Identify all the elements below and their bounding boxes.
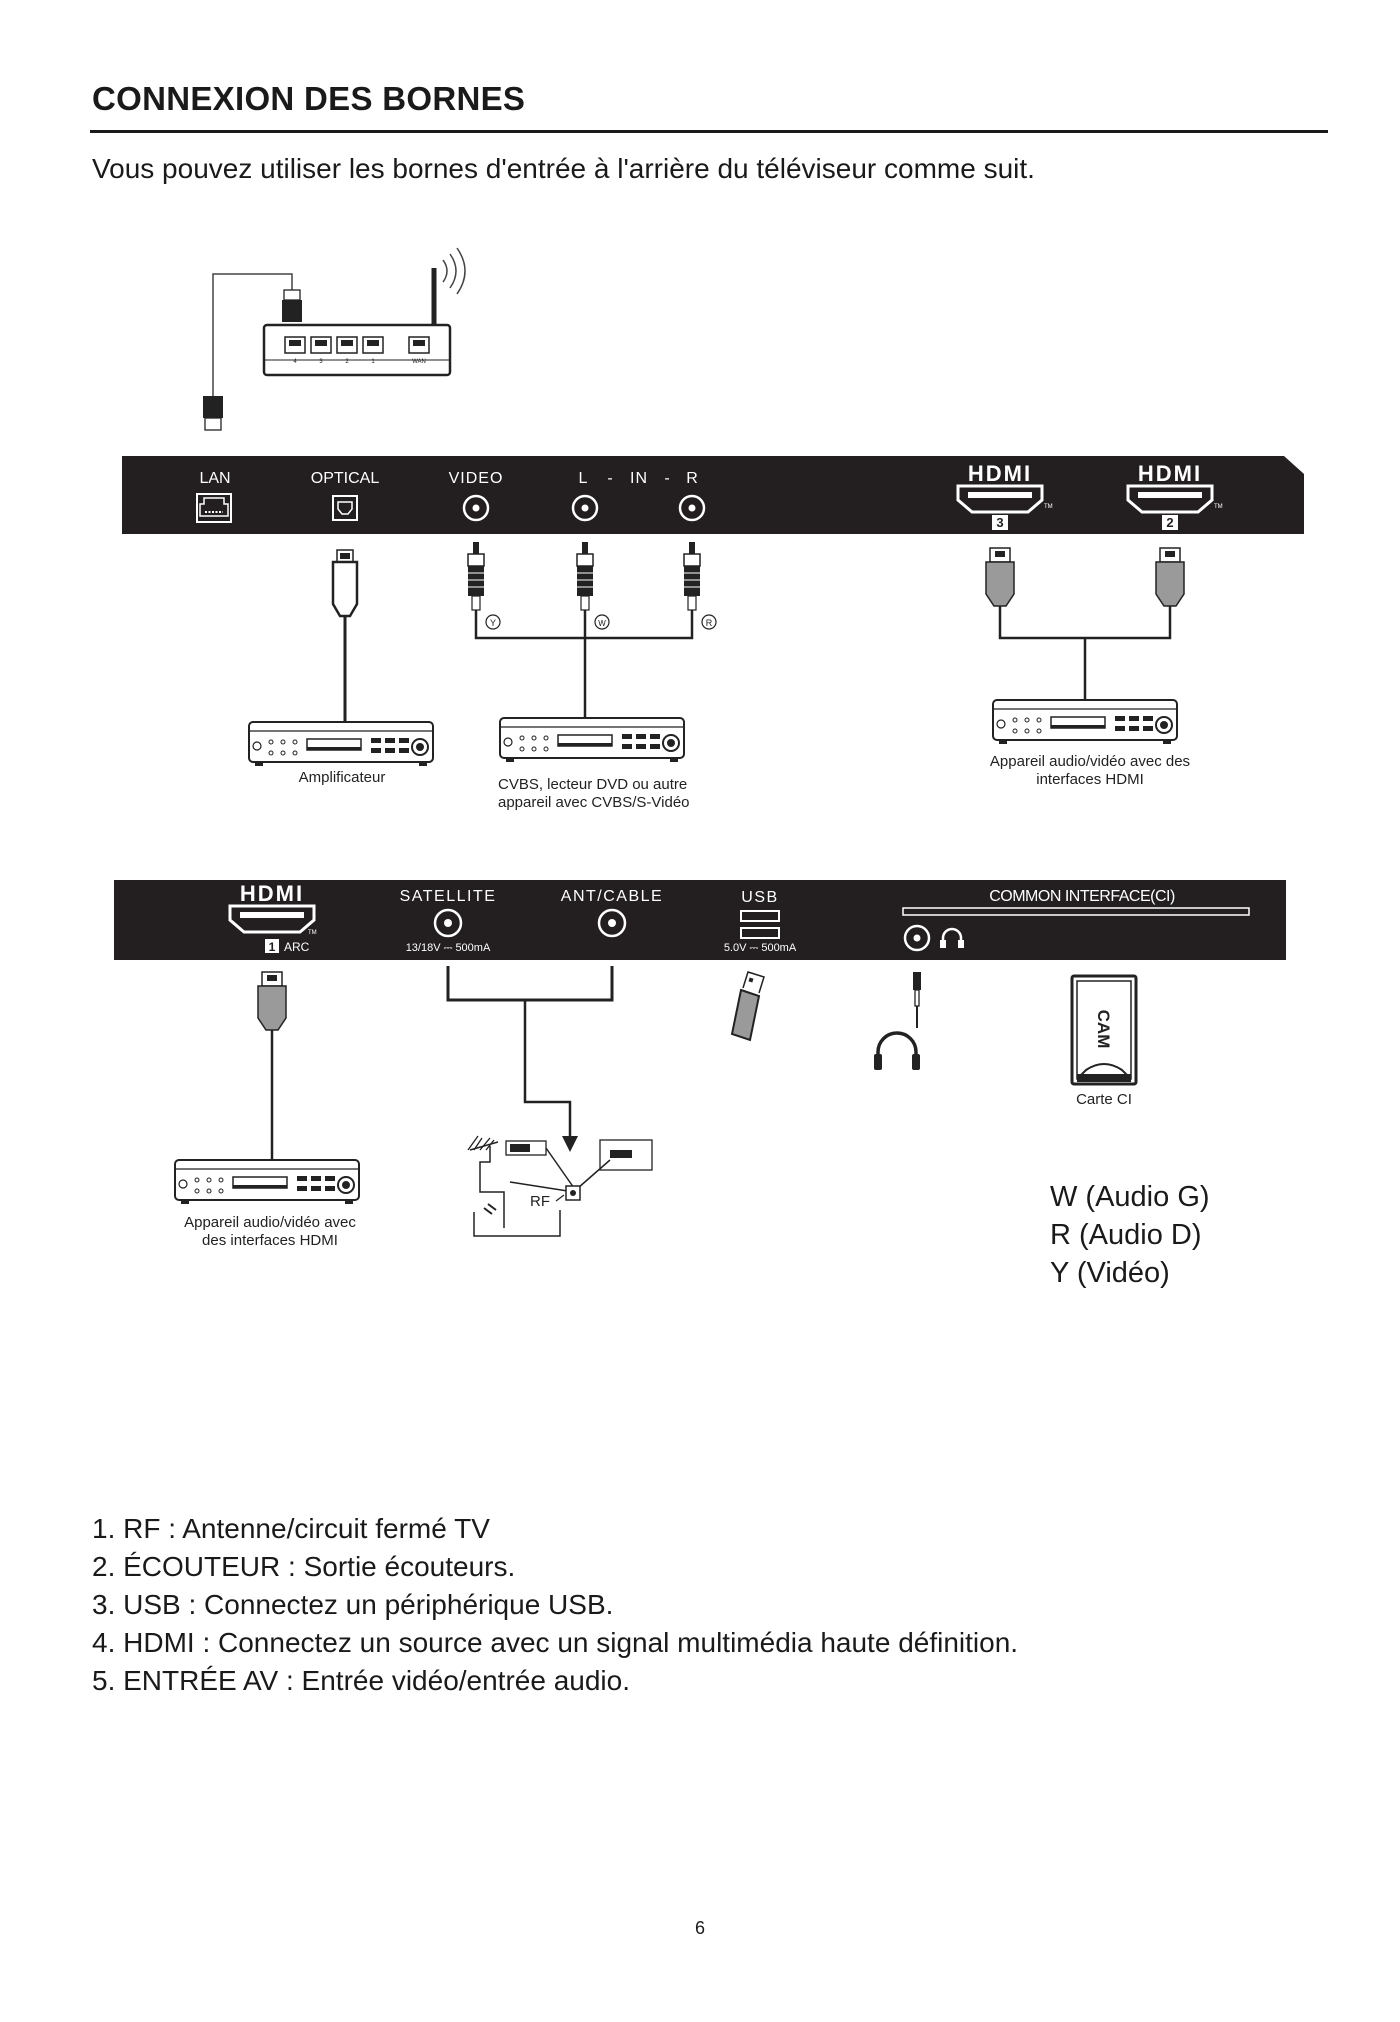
arrow-down-icon: [562, 1136, 578, 1152]
router-port-2: [336, 336, 358, 354]
amplifier-device: [248, 721, 434, 767]
intro-text: Vous pouvez utiliser les bornes d'entrée…: [92, 153, 1035, 184]
note-item: 4. HDMI : Connectez un source avec un si…: [92, 1627, 1019, 1658]
plug-letter-y: Y: [490, 618, 496, 628]
ci-slot-label: COMMON INTERFACE(CI): [989, 888, 1175, 905]
headphones-icon: [874, 972, 921, 1070]
trademark: TM: [1214, 504, 1223, 510]
audio-dash: -: [607, 470, 612, 487]
ant-cable-port-label: ANT/CABLE: [561, 888, 663, 905]
cvbs-label-line1: CVBS, lecteur DVD ou autre: [498, 776, 687, 793]
router-port-label: 4: [293, 359, 297, 365]
hdmi-av-device-bottom: [174, 1159, 360, 1205]
antenna-illustration: RF: [467, 1135, 653, 1237]
note-item: 5. ENTRÉE AV : Entrée vidéo/entrée audio…: [92, 1665, 631, 1696]
legend-yellow: Y (Vidéo): [1050, 1257, 1170, 1289]
router: 4 3 2 1 WAN: [203, 247, 466, 431]
usb-stick-icon: [730, 971, 765, 1042]
title-rule: [90, 130, 1328, 133]
legend-red: R (Audio D): [1050, 1219, 1202, 1251]
rca-cables: Y W R: [467, 541, 717, 718]
hdmi-av-label-line2: interfaces HDMI: [1036, 771, 1144, 788]
hdmi-av-label-line1: Appareil audio/vidéo avec des: [990, 753, 1190, 770]
tv-panel-top: LAN OPTICAL VIDEO L - IN - R HDMI: [122, 456, 1304, 534]
satellite-spec: 13/18V ⎓ 500mA: [406, 942, 491, 954]
hdmi-cables-top: [985, 547, 1185, 700]
page-number: 6: [694, 1918, 705, 1938]
audio-l-label: L: [579, 470, 588, 487]
router-port-3: [310, 336, 332, 354]
amplifier-label: Amplificateur: [299, 769, 386, 786]
page-title: CONNEXION DES BORNES: [92, 80, 526, 117]
ci-card-label: Carte CI: [1076, 1091, 1132, 1108]
hdmi-logo: HDMI: [240, 881, 304, 906]
audio-r-label: R: [686, 470, 698, 487]
router-port-label: WAN: [412, 359, 426, 365]
cam-module-icon: CAM: [1070, 974, 1138, 1086]
hdmi-av-bottom-line2: des interfaces HDMI: [202, 1232, 338, 1249]
usb-port-icon: [740, 910, 780, 939]
router-port-label: 1: [371, 359, 375, 365]
usb-spec: 5.0V ⎓ 500mA: [724, 942, 797, 954]
router-port-label: 2: [345, 359, 349, 365]
optical-cable: [331, 549, 359, 722]
hdmi-av-device-top: [992, 699, 1178, 745]
plug-letter-r: R: [706, 618, 713, 628]
rf-label: RF: [530, 1193, 550, 1210]
rca-plug-audio-l: [576, 541, 594, 611]
trademark: TM: [308, 930, 317, 936]
tv-panel-bottom: HDMI TM 1 ARC SATELLITE 13/18V ⎓ 500mA A…: [114, 880, 1286, 960]
hdmi-plug-icon: [985, 547, 1015, 607]
ant-cable-jack-icon: [597, 908, 627, 938]
satellite-port-label: SATELLITE: [400, 888, 497, 905]
hdmi-av-bottom-line1: Appareil audio/vidéo avec: [184, 1214, 356, 1231]
optical-port-label: OPTICAL: [311, 470, 380, 487]
headphone-symbol-icon: [940, 927, 964, 948]
legend-white: W (Audio G): [1050, 1181, 1210, 1213]
ethernet-plug-icon: [282, 289, 302, 322]
router-port-label: 3: [319, 359, 323, 365]
rca-plug-video: [467, 541, 485, 611]
hdmi-logo: HDMI: [1138, 461, 1202, 486]
router-port-1: [362, 336, 384, 354]
headphone-jack-icon: [903, 924, 931, 952]
audio-dash: -: [664, 470, 669, 487]
hdmi-3-number: 3: [996, 515, 1003, 530]
satellite-jack-icon: [433, 908, 463, 938]
rca-plug-audio-r: [683, 541, 701, 611]
hdmi-plug-icon: [1155, 547, 1185, 607]
video-jack-icon: [462, 494, 490, 522]
note-item: 1. RF : Antenne/circuit fermé TV: [92, 1513, 490, 1544]
hdmi-1-number: 1: [269, 940, 276, 954]
audio-r-jack-icon: [678, 494, 706, 522]
ethernet-plug-icon: [203, 396, 223, 431]
hdmi-cable-bottom: [257, 971, 287, 1160]
lan-port-icon: [196, 493, 232, 523]
hdmi-plug-icon: [257, 971, 287, 1031]
note-item: 3. USB : Connectez un périphérique USB.: [92, 1589, 614, 1620]
video-port-label: VIDEO: [449, 470, 504, 487]
router-port-4: [284, 336, 306, 354]
antenna-cables: [446, 966, 614, 1152]
note-item: 2. ÉCOUTEUR : Sortie écouteurs.: [92, 1551, 516, 1582]
dvd-player-device: [499, 717, 685, 763]
audio-l-jack-icon: [571, 494, 599, 522]
router-port-wan: [408, 336, 430, 354]
usb-port-label: USB: [741, 889, 778, 906]
optical-port-icon: [332, 495, 358, 521]
color-legend: W (Audio G) R (Audio D) Y (Vidéo): [1050, 1178, 1210, 1292]
cvbs-label-line2: appareil avec CVBS/S-Vidéo: [498, 794, 690, 811]
cam-text: CAM: [1094, 1010, 1113, 1049]
notes-list: 1. RF : Antenne/circuit fermé TV 2. ÉCOU…: [92, 1510, 1018, 1700]
hdmi-2-number: 2: [1166, 515, 1173, 530]
hdmi-logo: HDMI: [968, 461, 1032, 486]
lan-port-label: LAN: [199, 470, 230, 487]
trademark: TM: [1044, 504, 1053, 510]
plug-letter-w: W: [598, 619, 606, 628]
arc-label: ARC: [284, 940, 310, 954]
audio-in-label: IN: [630, 470, 648, 487]
ci-slot: [902, 907, 1250, 916]
